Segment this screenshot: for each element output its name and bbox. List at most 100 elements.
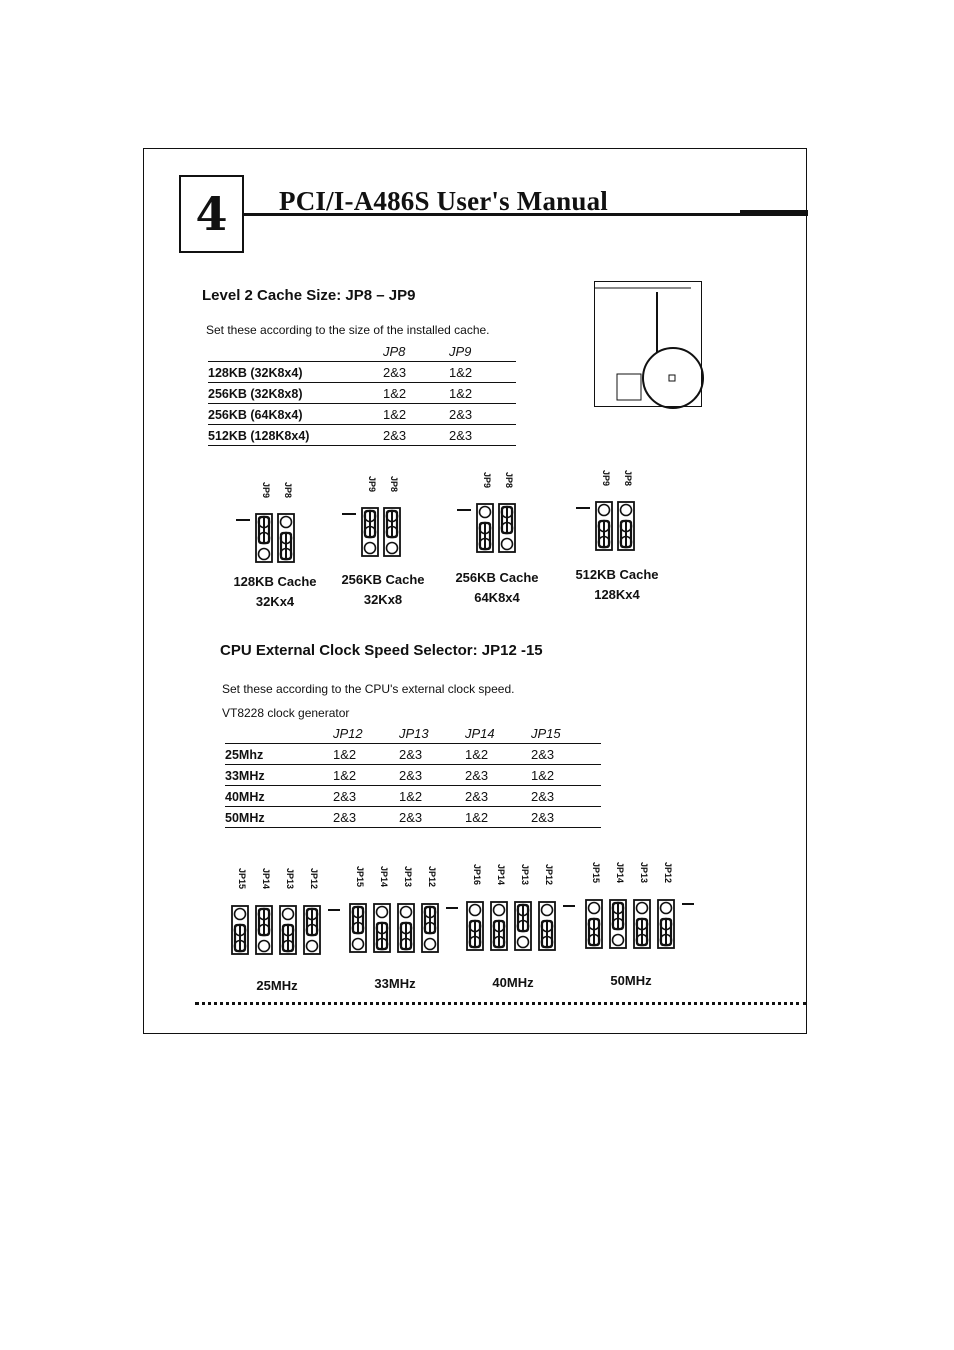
cell: 1&2 <box>383 382 449 404</box>
motherboard-outline <box>595 287 704 409</box>
jumper-header <box>476 503 494 553</box>
row-label: 512KB (128K8x4) <box>208 424 383 446</box>
jumper-tag: JP9 <box>261 482 271 499</box>
clock-diagram-label: 25MHz <box>256 978 298 993</box>
jumper-tag: JP12 <box>544 864 554 886</box>
clock-note: Set these according to the CPU's externa… <box>222 682 515 696</box>
jumper-tag: JP14 <box>379 866 389 888</box>
jumper-header <box>617 501 635 551</box>
cache-jumper-pair <box>595 501 635 551</box>
jumper-header <box>490 901 508 951</box>
cache-jumper-pair <box>361 507 401 557</box>
jumper-header <box>633 899 651 949</box>
jumper-tag: JP15 <box>355 866 365 888</box>
cache-table: JP8 JP9 128KB (32K8x4) 2&3 1&2 256KB (32… <box>208 344 516 446</box>
jumper-tag: JP16 <box>472 864 482 886</box>
col-header: JP13 <box>399 726 465 744</box>
clock-table: JP12 JP13 JP14 JP15 25Mhz 1&2 2&3 1&2 2&… <box>225 726 601 828</box>
table-row: 256KB (64K8x4) 1&2 2&3 <box>208 403 516 425</box>
jumper-header <box>303 905 321 955</box>
jumper-header <box>383 507 401 557</box>
row-label: 256KB (32K8x8) <box>208 382 383 404</box>
jumper-header <box>595 501 613 551</box>
cell: 1&2 <box>449 361 516 383</box>
jumper-tag: JP8 <box>504 472 514 489</box>
jumper-tag: JP14 <box>261 868 271 890</box>
row-label: 25Mhz <box>225 743 333 765</box>
cell: 2&3 <box>383 424 449 446</box>
jumper-tag: JP12 <box>427 866 437 888</box>
col-header: JP15 <box>531 726 601 744</box>
motherboard-sketch <box>594 281 704 409</box>
col-header: JP8 <box>383 344 449 362</box>
jumper-tag: JP13 <box>639 862 649 884</box>
jumper-tag: JP14 <box>496 864 506 886</box>
pin-1-marker <box>342 513 356 515</box>
jumper-tag: JP9 <box>482 472 492 489</box>
pin-1-marker <box>576 507 590 509</box>
cache-note: Set these according to the size of the i… <box>206 323 490 337</box>
table-row: 256KB (32K8x8) 1&2 1&2 <box>208 382 516 404</box>
clock-diagram-label: 50MHz <box>610 973 652 988</box>
chapter-number: 4 <box>195 187 228 241</box>
jumper-header <box>466 901 484 951</box>
title-rule-accent <box>740 210 808 216</box>
row-label: 256KB (64K8x4) <box>208 403 383 425</box>
table-row: 128KB (32K8x4) 2&3 1&2 <box>208 361 516 383</box>
jumper-header <box>277 513 295 563</box>
pin-1-marker <box>236 519 250 521</box>
cell: 2&3 <box>531 785 601 807</box>
cache-jumper-pair <box>476 503 516 553</box>
jumper-header <box>585 899 603 949</box>
cell: 1&2 <box>333 764 399 786</box>
jumper-header <box>609 899 627 949</box>
table-header-row: JP8 JP9 <box>208 344 516 362</box>
table-row: 50MHz 2&3 2&3 1&2 2&3 <box>225 806 601 828</box>
row-label: 40MHz <box>225 785 333 807</box>
jumper-header <box>514 901 532 951</box>
jumper-header <box>538 901 556 951</box>
cell: 2&3 <box>399 806 465 828</box>
cell: 2&3 <box>333 785 399 807</box>
table-row: 25Mhz 1&2 2&3 1&2 2&3 <box>225 743 601 765</box>
cell: 2&3 <box>465 764 531 786</box>
jumper-header <box>231 905 249 955</box>
clock-jumper-group <box>349 903 439 953</box>
cell: 1&2 <box>465 743 531 765</box>
jumper-header <box>397 903 415 953</box>
jumper-tag: JP13 <box>520 864 530 886</box>
cell: 1&2 <box>449 382 516 404</box>
manual-page <box>143 148 807 1034</box>
pin-1-marker <box>563 905 575 907</box>
cell: 1&2 <box>383 403 449 425</box>
cache-jumper-pair <box>255 513 295 563</box>
footer-dotted-rule <box>195 1002 807 1005</box>
jumper-header <box>657 899 675 949</box>
clock-jumper-group <box>585 899 675 949</box>
jumper-tag: JP13 <box>285 868 295 890</box>
jumper-header <box>255 513 273 563</box>
cell: 2&3 <box>449 403 516 425</box>
cell: 2&3 <box>465 785 531 807</box>
jumper-tag: JP12 <box>309 868 319 890</box>
jumper-tag: JP12 <box>663 862 673 884</box>
row-label: 33MHz <box>225 764 333 786</box>
jumper-header <box>349 903 367 953</box>
jumper-tag: JP15 <box>237 868 247 890</box>
jumper-tag: JP8 <box>623 470 633 487</box>
cell: 2&3 <box>383 361 449 383</box>
pin-1-marker <box>328 909 340 911</box>
cell: 2&3 <box>399 743 465 765</box>
cell: 1&2 <box>465 806 531 828</box>
jumper-tag: JP13 <box>403 866 413 888</box>
jumper-header <box>255 905 273 955</box>
cell: 2&3 <box>531 743 601 765</box>
jumper-tag: JP8 <box>283 482 293 499</box>
jumper-tag: JP14 <box>615 862 625 884</box>
clock-diagram-label: 40MHz <box>492 975 534 990</box>
cell: 2&3 <box>449 424 516 446</box>
clock-section-title: CPU External Clock Speed Selector: JP12 … <box>220 642 543 659</box>
jumper-tag: JP9 <box>601 470 611 487</box>
